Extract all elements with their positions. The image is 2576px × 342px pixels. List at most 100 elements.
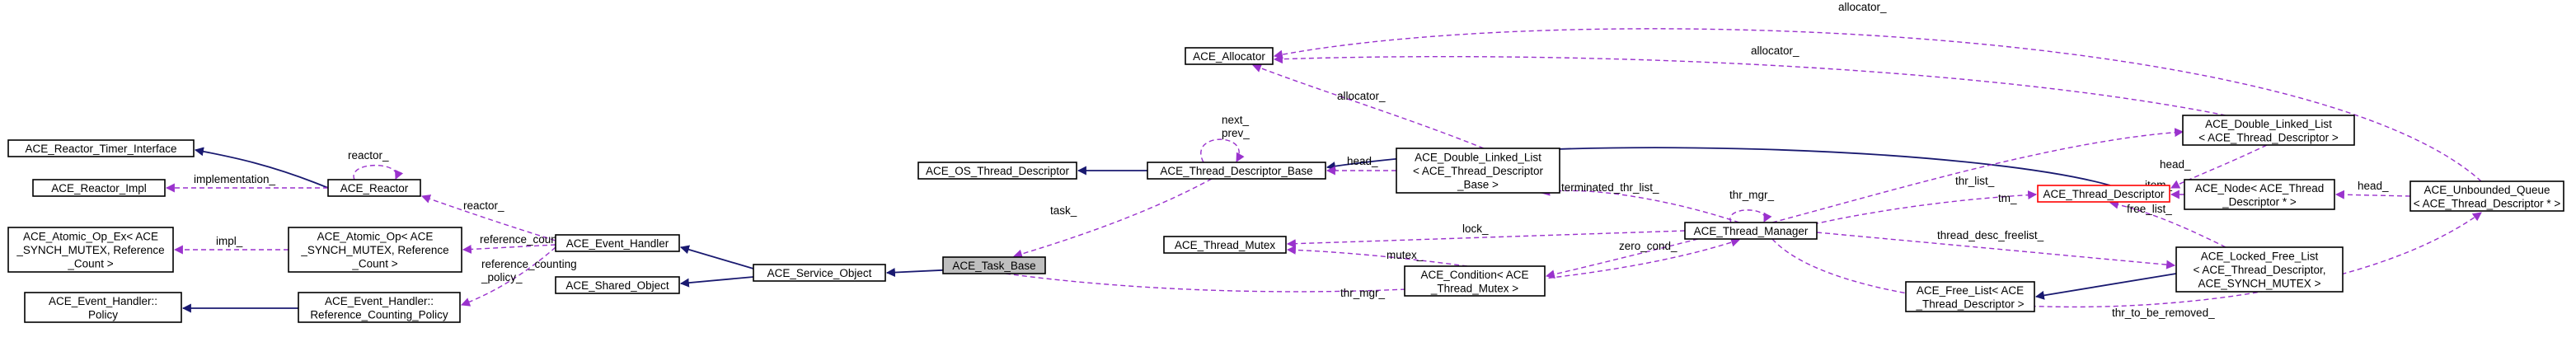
node-label: ACE_Double_Linked_List bbox=[1415, 152, 1541, 164]
node-thread-descriptor[interactable]: ACE_Thread_Descriptor bbox=[2037, 185, 2170, 203]
edge-use-head-queue bbox=[2334, 190, 2411, 199]
edge-label-allocator-top: allocator_ bbox=[1838, 1, 1887, 13]
node-label: ACE_Condition< ACE bbox=[1421, 269, 1529, 281]
node-label: ACE_Node< ACE_Thread bbox=[2195, 182, 2324, 194]
node-locked-free-list[interactable]: ACE_Locked_Free_List< ACE_Thread_Descrip… bbox=[2175, 246, 2344, 293]
node-layer: ACE_Task_BaseACE_Service_ObjectACE_Event… bbox=[7, 47, 2564, 323]
edge-label-reactor-self: reactor_ bbox=[348, 149, 389, 162]
edge-label-thread-desc-freelist: thread_desc_freelist_ bbox=[1937, 229, 2044, 241]
edge-label-impl: impl_ bbox=[216, 235, 243, 247]
node-condition[interactable]: ACE_Condition< ACE_Thread_Mutex > bbox=[1404, 265, 1546, 297]
node-shared-object[interactable]: ACE_Shared_Object bbox=[555, 276, 680, 294]
edge-use-allocator-dll bbox=[1273, 54, 2226, 116]
node-label: ACE_SYNCH_MUTEX > bbox=[2198, 278, 2321, 290]
edge-label-thr-to-be-removed: thr_to_be_removed_ bbox=[2112, 307, 2215, 319]
node-label: ACE_Event_Handler:: bbox=[325, 295, 434, 307]
node-label: ACE_Reactor_Timer_Interface bbox=[25, 143, 176, 155]
edge-use-thread-desc-freelist bbox=[1816, 232, 2176, 269]
edge-label-next-prev: next_prev_ bbox=[1222, 114, 1250, 139]
node-node-thread-descriptor[interactable]: ACE_Node< ACE_Thread_Descriptor * > bbox=[2184, 179, 2335, 210]
node-unbounded-queue[interactable]: ACE_Unbounded_Queue< ACE_Thread_Descript… bbox=[2409, 180, 2564, 212]
node-allocator[interactable]: ACE_Allocator bbox=[1185, 47, 1274, 65]
node-label: _SYNCH_MUTEX, Reference bbox=[16, 244, 164, 256]
edge-use-thr-mgr-task bbox=[1005, 237, 1741, 293]
node-dll-thread-descriptor[interactable]: ACE_Double_Linked_List< ACE_Thread_Descr… bbox=[2182, 115, 2355, 146]
node-reactor[interactable]: ACE_Reactor bbox=[327, 179, 421, 197]
edge-inherit-locked-free-list-free-list bbox=[2034, 273, 2177, 300]
node-label: _Count > bbox=[67, 258, 113, 270]
node-label: ACE_Double_Linked_List bbox=[2205, 118, 2332, 130]
edge-label-zero-cond: zero_cond_ bbox=[1619, 240, 1677, 252]
node-label: Reference_Counting_Policy bbox=[310, 308, 448, 321]
edge-label-free-list-label: free_list_ bbox=[2127, 203, 2172, 215]
node-os-thread-descriptor[interactable]: ACE_OS_Thread_Descriptor bbox=[917, 162, 1077, 180]
node-label: ACE_Event_Handler:: bbox=[49, 295, 157, 307]
node-label: _SYNCH_MUTEX, Reference bbox=[300, 244, 448, 256]
edge-use-allocator-dll-base bbox=[1251, 63, 1485, 149]
edge-label-reference-count: reference_count_ bbox=[480, 233, 567, 246]
edge-use-tm bbox=[1813, 190, 2038, 225]
node-label: ACE_Unbounded_Queue bbox=[2424, 184, 2550, 196]
edge-use-next-prev bbox=[1200, 138, 1245, 163]
edge-inherit-service-object-event-handler bbox=[679, 245, 754, 269]
node-label: ACE_OS_Thread_Descriptor bbox=[926, 165, 1070, 177]
node-label: ACE_Free_List< ACE bbox=[1917, 284, 2024, 297]
edge-label-allocator-dll: allocator_ bbox=[1751, 45, 1799, 57]
node-label: _Thread_Mutex > bbox=[1430, 282, 1518, 294]
edge-label-head-dll: head_ bbox=[2160, 158, 2191, 171]
node-dll-thread-descriptor-base[interactable]: ACE_Double_Linked_List< ACE_Thread_Descr… bbox=[1396, 148, 1560, 194]
node-atomic-op-ex[interactable]: ACE_Atomic_Op_Ex< ACE_SYNCH_MUTEX, Refer… bbox=[7, 227, 174, 273]
node-thread-mutex[interactable]: ACE_Thread_Mutex bbox=[1163, 236, 1287, 254]
node-policy[interactable]: ACE_Event_Handler::Policy bbox=[24, 292, 182, 323]
node-task-base[interactable]: ACE_Task_Base bbox=[942, 256, 1046, 274]
node-label: ACE_Locked_Free_List bbox=[2201, 251, 2319, 263]
node-thread-descriptor-base[interactable]: ACE_Thread_Descriptor_Base bbox=[1147, 162, 1326, 180]
node-label: < ACE_Thread_Descriptor bbox=[1413, 165, 1543, 177]
node-label: Policy bbox=[88, 308, 118, 321]
node-label: ACE_Atomic_Op_Ex< ACE bbox=[23, 231, 158, 243]
node-atomic-op[interactable]: ACE_Atomic_Op< ACE_SYNCH_MUTEX, Referenc… bbox=[288, 227, 462, 273]
edge-use-allocator-top bbox=[1273, 28, 2482, 182]
node-free-list[interactable]: ACE_Free_List< ACE_Thread_Descriptor > bbox=[1905, 281, 2035, 312]
node-label: ACE_Service_Object bbox=[767, 267, 872, 279]
edge-label-head-queue: head_ bbox=[2358, 180, 2389, 192]
edge-use-lock bbox=[1286, 230, 1686, 249]
edge-label-mutex: mutex_ bbox=[1387, 249, 1424, 261]
edge-label-thr-mgr-task: thr_mgr_ bbox=[1340, 287, 1386, 299]
node-service-object[interactable]: ACE_Service_Object bbox=[753, 264, 886, 282]
edge-label-terminated-thr-list: terminated_thr_list_ bbox=[1561, 181, 1659, 194]
edge-label-task: task_ bbox=[1050, 204, 1077, 217]
node-event-handler[interactable]: ACE_Event_Handler bbox=[555, 234, 680, 252]
edge-label-layer: reactor_implementation_reactor_impl_refe… bbox=[194, 1, 2389, 319]
edge-use-thr-to-be-removed bbox=[1771, 212, 2482, 308]
edge-label-thr-mgr-self: thr_mgr_ bbox=[1729, 189, 1775, 201]
edge-use-reference-count bbox=[462, 244, 556, 254]
edge-use-task bbox=[1012, 178, 1213, 259]
edge-label-lock: lock_ bbox=[1462, 223, 1489, 235]
node-label: ACE_Thread_Mutex bbox=[1175, 239, 1276, 251]
node-thread-manager[interactable]: ACE_Thread_Manager bbox=[1684, 222, 1818, 240]
node-label: ACE_Task_Base bbox=[952, 260, 1035, 272]
edge-use-terminated-thr-list bbox=[1540, 186, 1740, 223]
node-label: ACE_Thread_Descriptor bbox=[2043, 188, 2165, 200]
node-label: < ACE_Thread_Descriptor * > bbox=[2414, 197, 2561, 209]
node-reactor-impl[interactable]: ACE_Reactor_Impl bbox=[32, 179, 166, 197]
edge-label-allocator-dll-base: allocator_ bbox=[1337, 90, 1386, 102]
edge-label-implementation: implementation_ bbox=[194, 173, 276, 185]
edge-label-tm: tm_ bbox=[1998, 192, 2017, 204]
node-label: _Base > bbox=[1457, 179, 1499, 191]
node-ref-counting-policy[interactable]: ACE_Event_Handler::Reference_Counting_Po… bbox=[298, 292, 461, 323]
node-label: < ACE_Thread_Descriptor > bbox=[2198, 131, 2339, 143]
edge-inherit-reactor-timer-interface bbox=[194, 147, 329, 189]
edge-label-reference-counting-policy: reference_counting_policy_ bbox=[481, 258, 577, 283]
edge-use-free-list bbox=[2109, 199, 2226, 248]
edge-use-thr-mgr-self bbox=[1729, 209, 1772, 223]
edge-use-zero-cond bbox=[1545, 238, 1699, 279]
node-reactor-timer-interface[interactable]: ACE_Reactor_Timer_Interface bbox=[7, 139, 195, 157]
node-label: ACE_Thread_Manager bbox=[1694, 225, 1809, 237]
node-label: ACE_Atomic_Op< ACE bbox=[317, 231, 434, 243]
edge-label-head-dll-base: head_ bbox=[1347, 155, 1378, 167]
node-label: _Descriptor * > bbox=[2222, 195, 2297, 208]
node-label: ACE_Allocator bbox=[1193, 50, 1265, 63]
